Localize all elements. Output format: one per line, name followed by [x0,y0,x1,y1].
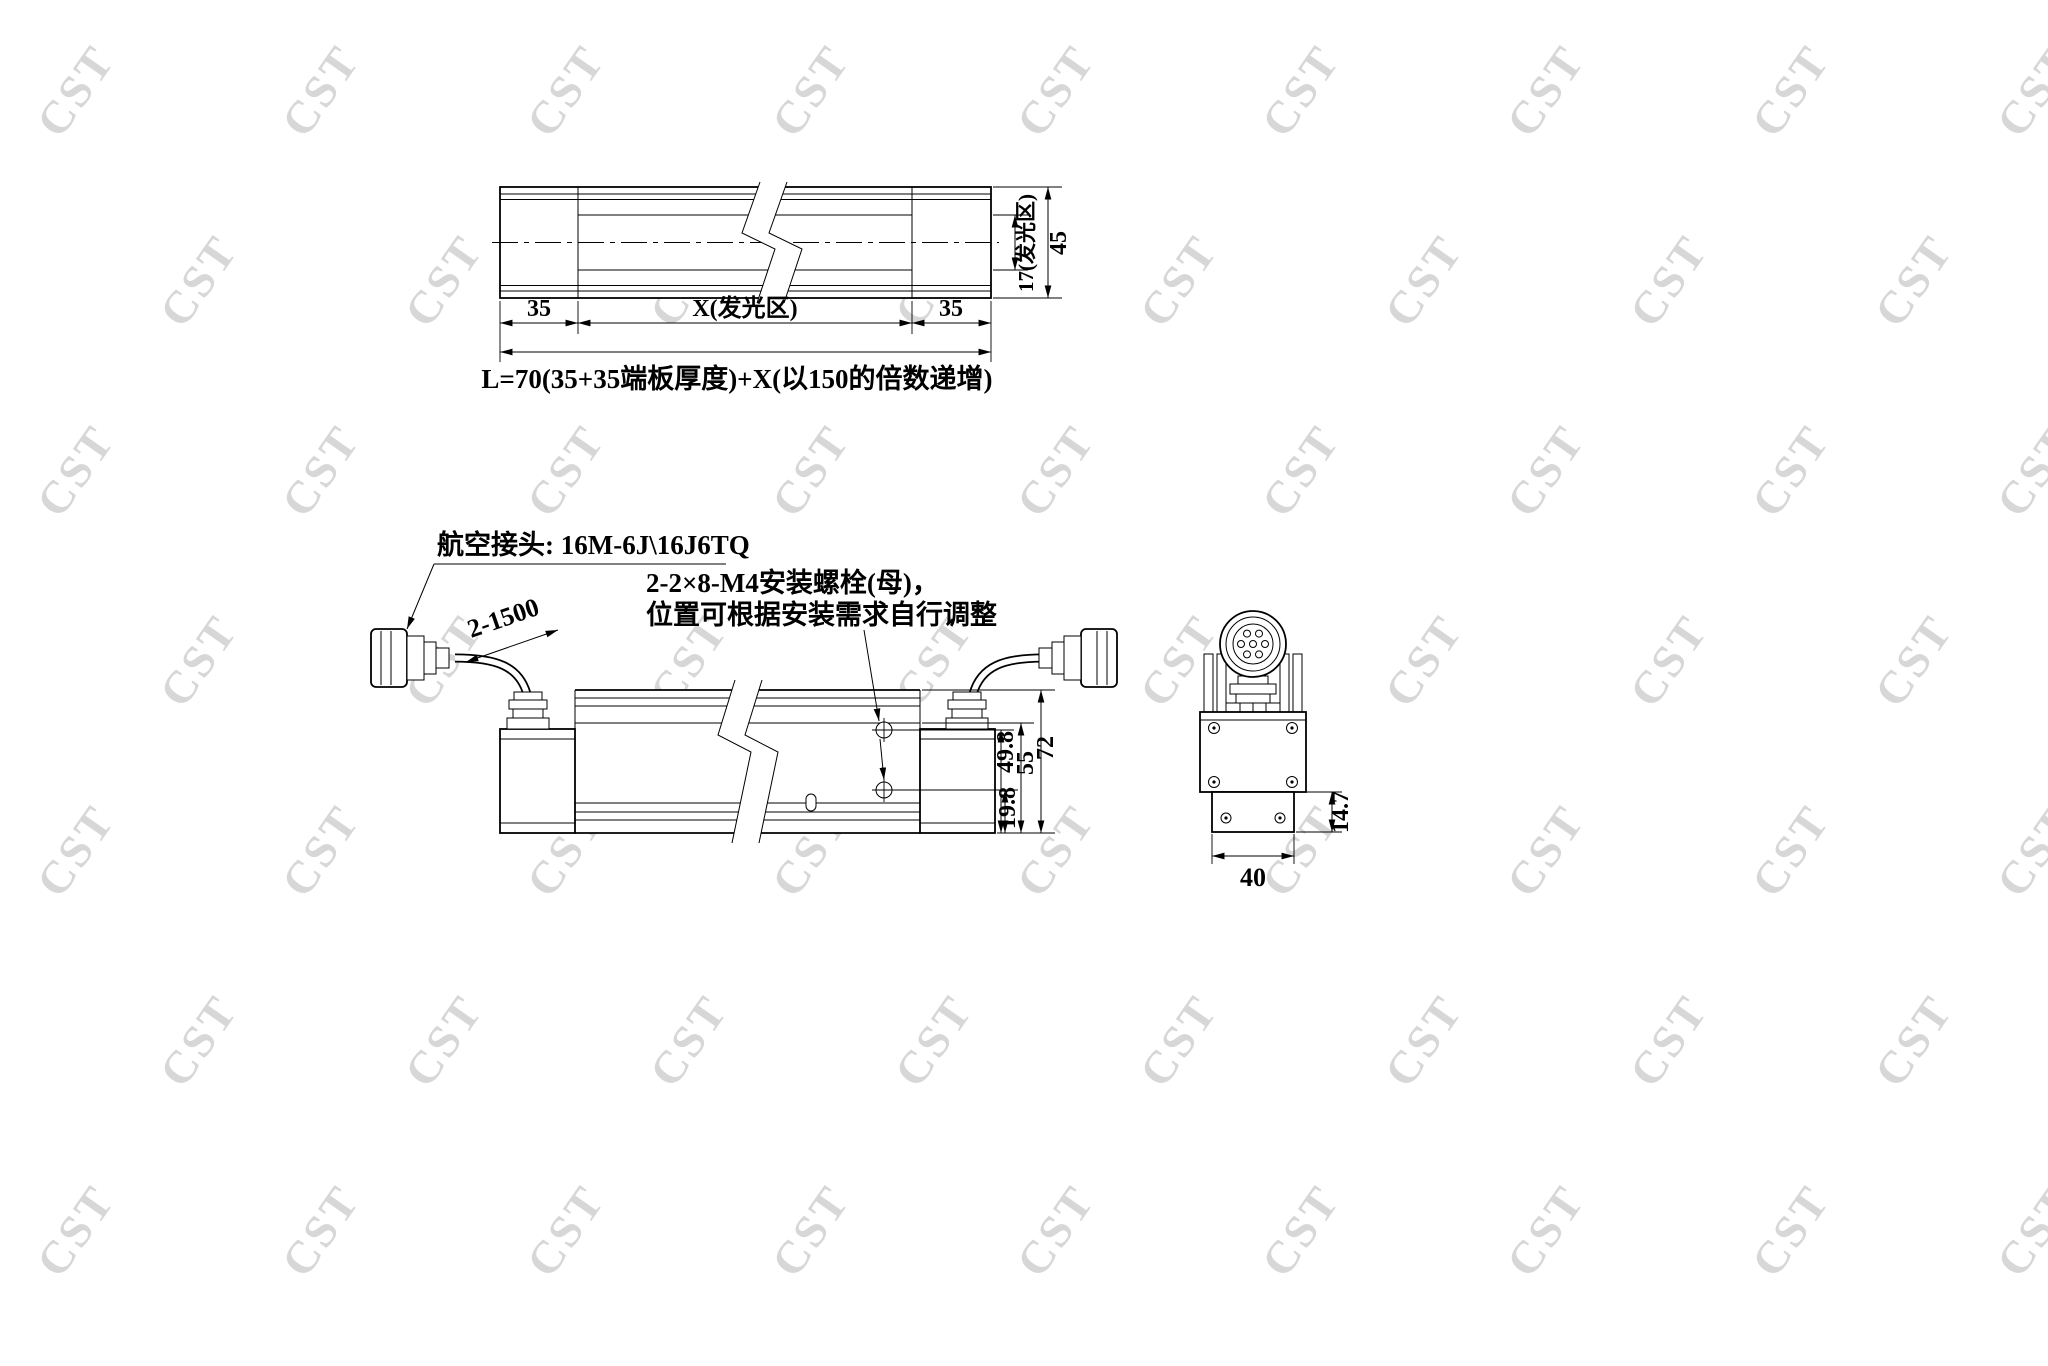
end-view-dimensions: 40 14.7 [1211,791,1354,892]
right-end-cap [919,728,996,834]
bolt-leader-upper [863,629,881,722]
side-view [370,628,1118,844]
dim-emitting-height-label: 17(发光区) [1014,194,1038,292]
break-gap [742,182,802,303]
mounting-bolt-note-line2: 位置可根据安装需求自行调整 [646,599,997,630]
top-view-dimensions: 35 X(发光区) 35 17(发光区) 45 L=70(35+35端板厚度)+… [481,186,1072,394]
break-line [768,181,803,304]
mounting-bolt-lower [872,778,896,802]
left-aviation-connector [370,628,450,688]
bottom-slot [805,793,817,812]
dim-right-cap-label: 35 [939,296,963,322]
dim-lower-height-label: 14.7 [1328,791,1354,833]
cable-length-dim-line [465,629,559,663]
right-aviation-connector [1038,628,1118,688]
dim-emitting-area-label: X(发光区) [692,294,797,322]
mounting-bolt-upper [872,718,896,742]
top-view [492,181,999,304]
connector-leader [406,563,435,630]
left-cable-gland [506,691,550,730]
bar-outline [499,186,992,299]
length-formula: L=70(35+35端板厚度)+X(以150的倍数递增) [481,363,992,394]
right-cable-gland [945,691,989,730]
mounting-bolt-note-line1: 2-2×8-M4安装螺栓(母)， [646,568,939,598]
dim-lower-bolt-label: 19.8 [995,787,1021,829]
dim-left-cap-label: 35 [527,296,551,322]
aviation-connector-label: 航空接头: 16M-6J\16J6TQ [437,529,750,560]
end-view [1199,610,1307,833]
dim-width-label: 40 [1240,863,1266,892]
bolt-leader-lower [879,738,887,781]
break-line [744,679,779,844]
dim-body-height-label: 55 [1013,751,1039,775]
dim-upper-bolt-label: 49.8 [993,731,1019,773]
side-view-dimensions: 49.8 19.8 55 72 2-2×8-M4安装螺栓(母)， 位置可根据安装… [406,529,1059,834]
break-gap [718,680,778,843]
left-end-cap [499,728,576,834]
break-line [717,679,752,844]
dim-total-height-label: 45 [1046,231,1072,255]
dim-total-height-label: 72 [1033,736,1059,760]
end-body [1199,711,1307,833]
break-line [741,181,776,304]
